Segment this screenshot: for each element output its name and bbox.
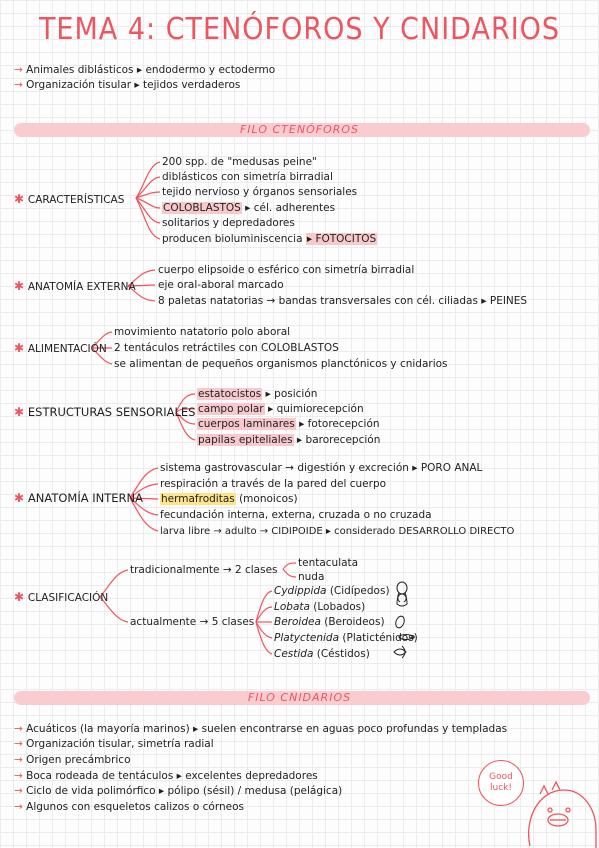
caract-item-2: diblásticos con simetría birradial (162, 171, 333, 183)
section-header-ctenoforos: FILO CTENÓFOROS (239, 123, 360, 136)
cnid-item-1: → Acuáticos (la mayoría marinos) ▸ suele… (14, 723, 508, 735)
estruct-item-3: cuerpos laminares ▸ fotorecepción (197, 418, 380, 430)
clase-cestida: Cestida (Céstidos) (274, 648, 370, 660)
clasif-tradicional: tradicionalmente → 2 clases (130, 564, 278, 576)
clasif-trad-2: nuda (298, 571, 325, 583)
arrow-icon: → (14, 738, 27, 750)
estruct-item-2: campo polar ▸ quimiorecepción (197, 403, 364, 415)
star-icon: ✱ (14, 341, 28, 355)
alim-item-1: movimiento natatorio polo aboral (114, 326, 291, 338)
cnid-item-4: → Boca rodeada de tentáculos ▸ excelente… (14, 770, 318, 782)
caract-item-6: producen bioluminiscencia ▸ FOTOCITOS (162, 233, 378, 245)
cnid-item-6: → Algunos con esqueletos calizos o córne… (14, 801, 244, 813)
arrow-icon: → (14, 754, 27, 766)
arrow-icon: → (14, 801, 27, 813)
anat-int-item-2: respiración a través de la pared del cue… (160, 478, 387, 490)
clase-platyctenida: Platyctenida (Platicténidos) (274, 632, 418, 644)
good-luck-bubble: Good luck! (478, 760, 524, 806)
star-icon: ✱ (14, 491, 28, 505)
intro-line-2: → Organización tisular ▸ tejidos verdade… (14, 79, 241, 91)
clase-beroidea: Beroidea (Beroideos) (274, 616, 385, 628)
clase-cydippida: Cydippida (Cidípedos) (274, 585, 390, 597)
star-icon: ✱ (14, 192, 28, 206)
section-band-cnidarios (14, 691, 590, 705)
estruct-item-1: estatocistos ▸ posición (197, 388, 318, 400)
alim-item-2: 2 tentáculos retráctiles con COLOBLASTOS (114, 342, 339, 354)
clase-lobata: Lobata (Lobados) (274, 601, 366, 613)
anat-ext-item-3: 8 paletas natatorias → bandas transversa… (158, 295, 528, 307)
page-title: TEMA 4: CTENÓFOROS Y CNIDARIOS (38, 12, 561, 47)
label-clasificacion: ✱ CLASIFICACIÓN (14, 590, 109, 605)
arrow-icon: → (14, 79, 27, 91)
caract-item-5: solitarios y depredadores (162, 217, 295, 229)
arrow-icon: → (14, 785, 27, 797)
clasif-trad-1: tentaculata (298, 557, 359, 569)
good-luck-text: Good luck! (489, 772, 513, 793)
anat-ext-item-2: eje oral-aboral marcado (158, 279, 284, 291)
anat-ext-item-1: cuerpo elipsoide o esférico con simetría… (158, 264, 415, 276)
anat-int-item-5: larva libre → adulto → CIDIPOIDE ▸ consi… (160, 526, 515, 537)
ctenophore-doodles-icon (393, 581, 415, 659)
intro-line-1: → Animales diblásticos ▸ endodermo y ect… (14, 64, 276, 76)
anat-int-item-3: hermafroditas (monoicos) (160, 493, 298, 505)
label-caracteristicas: ✱ CARACTERÍSTICAS (14, 192, 125, 207)
cnid-item-2: → Organización tisular, simetría radial (14, 738, 214, 750)
cnid-item-3: → Origen precámbrico (14, 754, 131, 766)
star-icon: ✱ (14, 279, 28, 293)
caract-item-4: COLOBLASTOS ▸ cél. adherentes (162, 202, 336, 214)
caract-item-1: 200 spp. de "medusas peine" (162, 156, 317, 168)
arrow-icon: → (14, 723, 27, 735)
arrow-icon: → (14, 770, 27, 782)
label-estructuras-sensoriales: ✱ ESTRUCTURAS SENSORIALES (14, 405, 196, 419)
star-icon: ✱ (14, 590, 28, 604)
star-icon: ✱ (14, 405, 28, 419)
duck-doodle-icon (528, 780, 597, 848)
label-alimentacion: ✱ ALIMENTACIÓN (14, 341, 107, 356)
section-header-cnidarios: FILO CNIDARIOS (247, 691, 352, 704)
anat-int-item-1: sistema gastrovascular → digestión y exc… (160, 462, 483, 474)
label-anatomia-externa: ✱ ANATOMÍA EXTERNA (14, 279, 136, 294)
label-anatomia-interna: ✱ ANATOMÍA INTERNA (14, 491, 143, 505)
alim-item-3: se alimentan de pequeños organismos plan… (114, 358, 448, 370)
caract-item-3: tejido nervioso y órganos sensoriales (162, 186, 358, 198)
section-band-ctenoforos (14, 123, 590, 137)
anat-int-item-4: fecundación interna, externa, cruzada o … (160, 509, 432, 521)
estruct-item-4: papilas epiteliales ▸ barorecepción (197, 434, 381, 446)
arrow-icon: → (14, 64, 27, 76)
cnid-item-5: → Ciclo de vida polimórfico ▸ pólipo (sé… (14, 785, 343, 797)
clasif-actual: actualmente → 5 clases (130, 616, 255, 628)
